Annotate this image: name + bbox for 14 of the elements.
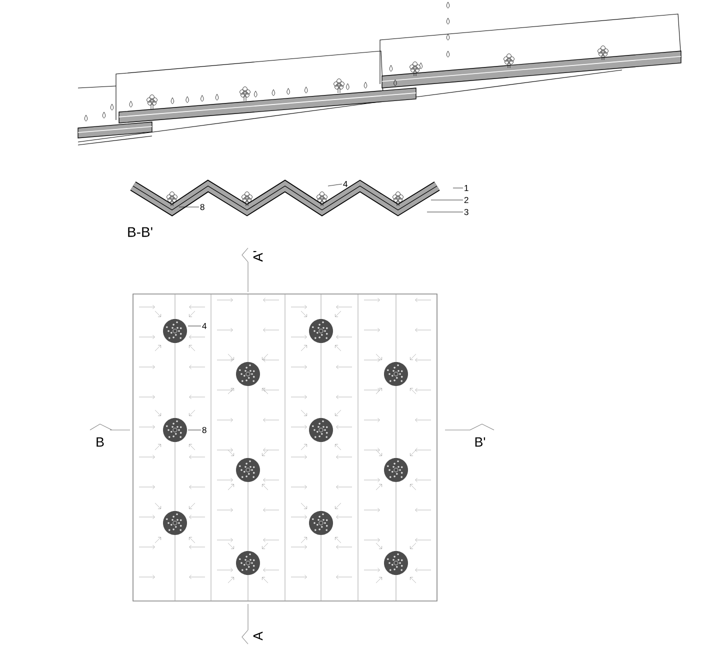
- callout-number: 2: [464, 196, 468, 204]
- callout-number: 3: [464, 208, 468, 216]
- section-label: B': [475, 437, 486, 447]
- callout-number: 4: [202, 323, 206, 329]
- section-label: B-B': [128, 227, 152, 237]
- section-label: A: [253, 632, 263, 640]
- callout-number: 4: [343, 181, 348, 187]
- leader-line: [328, 184, 342, 186]
- section-label: B: [96, 437, 104, 447]
- section-label: A': [253, 250, 263, 262]
- leader-line: [178, 206, 200, 208]
- callout-number: 8: [202, 426, 206, 434]
- callout-number: 1: [464, 185, 468, 191]
- callout-number: 8: [200, 204, 204, 210]
